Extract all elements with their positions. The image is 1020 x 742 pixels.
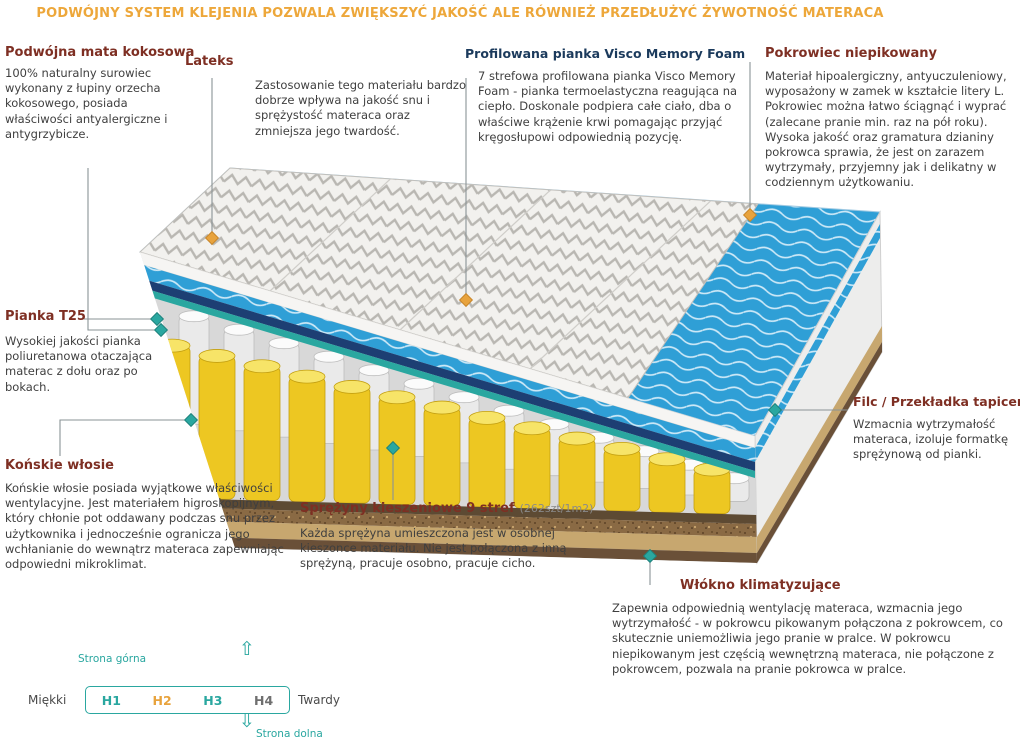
top-quilted-cover xyxy=(139,167,759,399)
note-sprezyny-title: Sprężyny kieszeniowe 9 stref (262szt/1m2) xyxy=(300,501,640,517)
note-pokrowiec-title: Pokrowiec niepikowany xyxy=(765,46,937,61)
front-felt-band xyxy=(140,497,757,524)
up-arrow-icon: ⇧ xyxy=(239,638,255,660)
end-cap-tan-band xyxy=(757,326,882,553)
end-cap-base-band xyxy=(757,342,882,563)
note-lateks-title: Lateks xyxy=(185,54,234,69)
front-latex-band xyxy=(140,264,755,462)
note-pokrowiec-body: Materiał hipoalergiczny, antyuczuleniowy… xyxy=(765,69,1007,190)
note-konskie-title: Końskie włosie xyxy=(5,458,114,473)
front-coco-band xyxy=(140,506,757,537)
note-filc-body: Wzmacnia wytrzymałość materaca, izoluje … xyxy=(853,417,1009,462)
front-tan-band xyxy=(140,519,757,553)
callout-line-konskie xyxy=(59,419,186,456)
callout-marker-coco xyxy=(153,322,169,338)
hardness-level-h1: H1 xyxy=(101,692,121,708)
hardness-level-h4: H4 xyxy=(254,692,274,708)
callout-marker-pokrowiec xyxy=(742,207,758,223)
hardness-level-h2: H2 xyxy=(152,692,172,708)
note-coco-body: 100% naturalny surowiec wykonany z łupin… xyxy=(5,66,168,141)
hard-label: Twardy xyxy=(298,693,340,707)
note-coco-title: Podwójna mata kokosowa xyxy=(5,45,195,60)
hardness-scale-box: H1 H2 H3 H4 xyxy=(85,686,290,714)
note-sprezyny-title-text: Sprężyny kieszeniowe 9 stref xyxy=(300,501,515,516)
callout-marker-visco xyxy=(458,292,474,308)
end-cap-blue-stripe xyxy=(755,224,880,462)
note-wlokno-body: Zapewnia odpowiednią wentylację materaca… xyxy=(612,601,1003,676)
callout-marker-filc xyxy=(767,402,783,418)
bottom-side-label: Strona dolna xyxy=(256,728,323,740)
note-filc-title: Filc / Przekładka tapicerska xyxy=(853,394,1020,409)
note-sprezyny-count: (262szt/1m2) xyxy=(519,502,594,515)
callout-markers xyxy=(149,207,783,564)
note-t25-body: Wysokiej jakości pianka poliuretanowa ot… xyxy=(5,334,153,394)
hardness-level-h3: H3 xyxy=(203,692,223,708)
callout-marker-wlokno xyxy=(642,548,658,564)
callout-marker-t25 xyxy=(149,311,165,327)
note-sprezyny-body: Każda sprężyna umieszczona jest w osobne… xyxy=(300,526,567,571)
front-teal-band xyxy=(140,287,755,478)
top-side-label: Strona górna xyxy=(78,653,147,665)
callout-marker-sprezyny xyxy=(385,440,401,456)
note-konskie-body: Końskie włosie posiada wyjątkowe właściw… xyxy=(5,481,284,571)
cover-seam-lines xyxy=(269,168,747,370)
note-lateks-body: Zastosowanie tego materiału bardzo dobrz… xyxy=(255,78,466,138)
page-title: PODWÓJNY SYSTEM KLEJENIA POZWALA ZWIĘKSZ… xyxy=(36,6,884,21)
note-t25-title: Pianka T25 xyxy=(5,309,86,324)
front-base-band xyxy=(140,535,757,563)
note-visco-body: 7 strefowa profilowana pianka Visco Memo… xyxy=(478,69,738,144)
front-navy-band xyxy=(140,278,755,471)
callout-marker-lateks xyxy=(204,230,220,246)
soft-label: Miękki xyxy=(28,693,67,707)
callout-lines xyxy=(59,62,848,585)
callout-marker-konskie xyxy=(183,412,199,428)
callout-line-coco xyxy=(87,168,156,331)
note-wlokno-title: Włókno klimatyzujące xyxy=(680,578,841,593)
note-visco-title: Profilowana pianka Visco Memory Foam xyxy=(465,46,746,61)
down-arrow-icon: ⇩ xyxy=(239,710,255,732)
